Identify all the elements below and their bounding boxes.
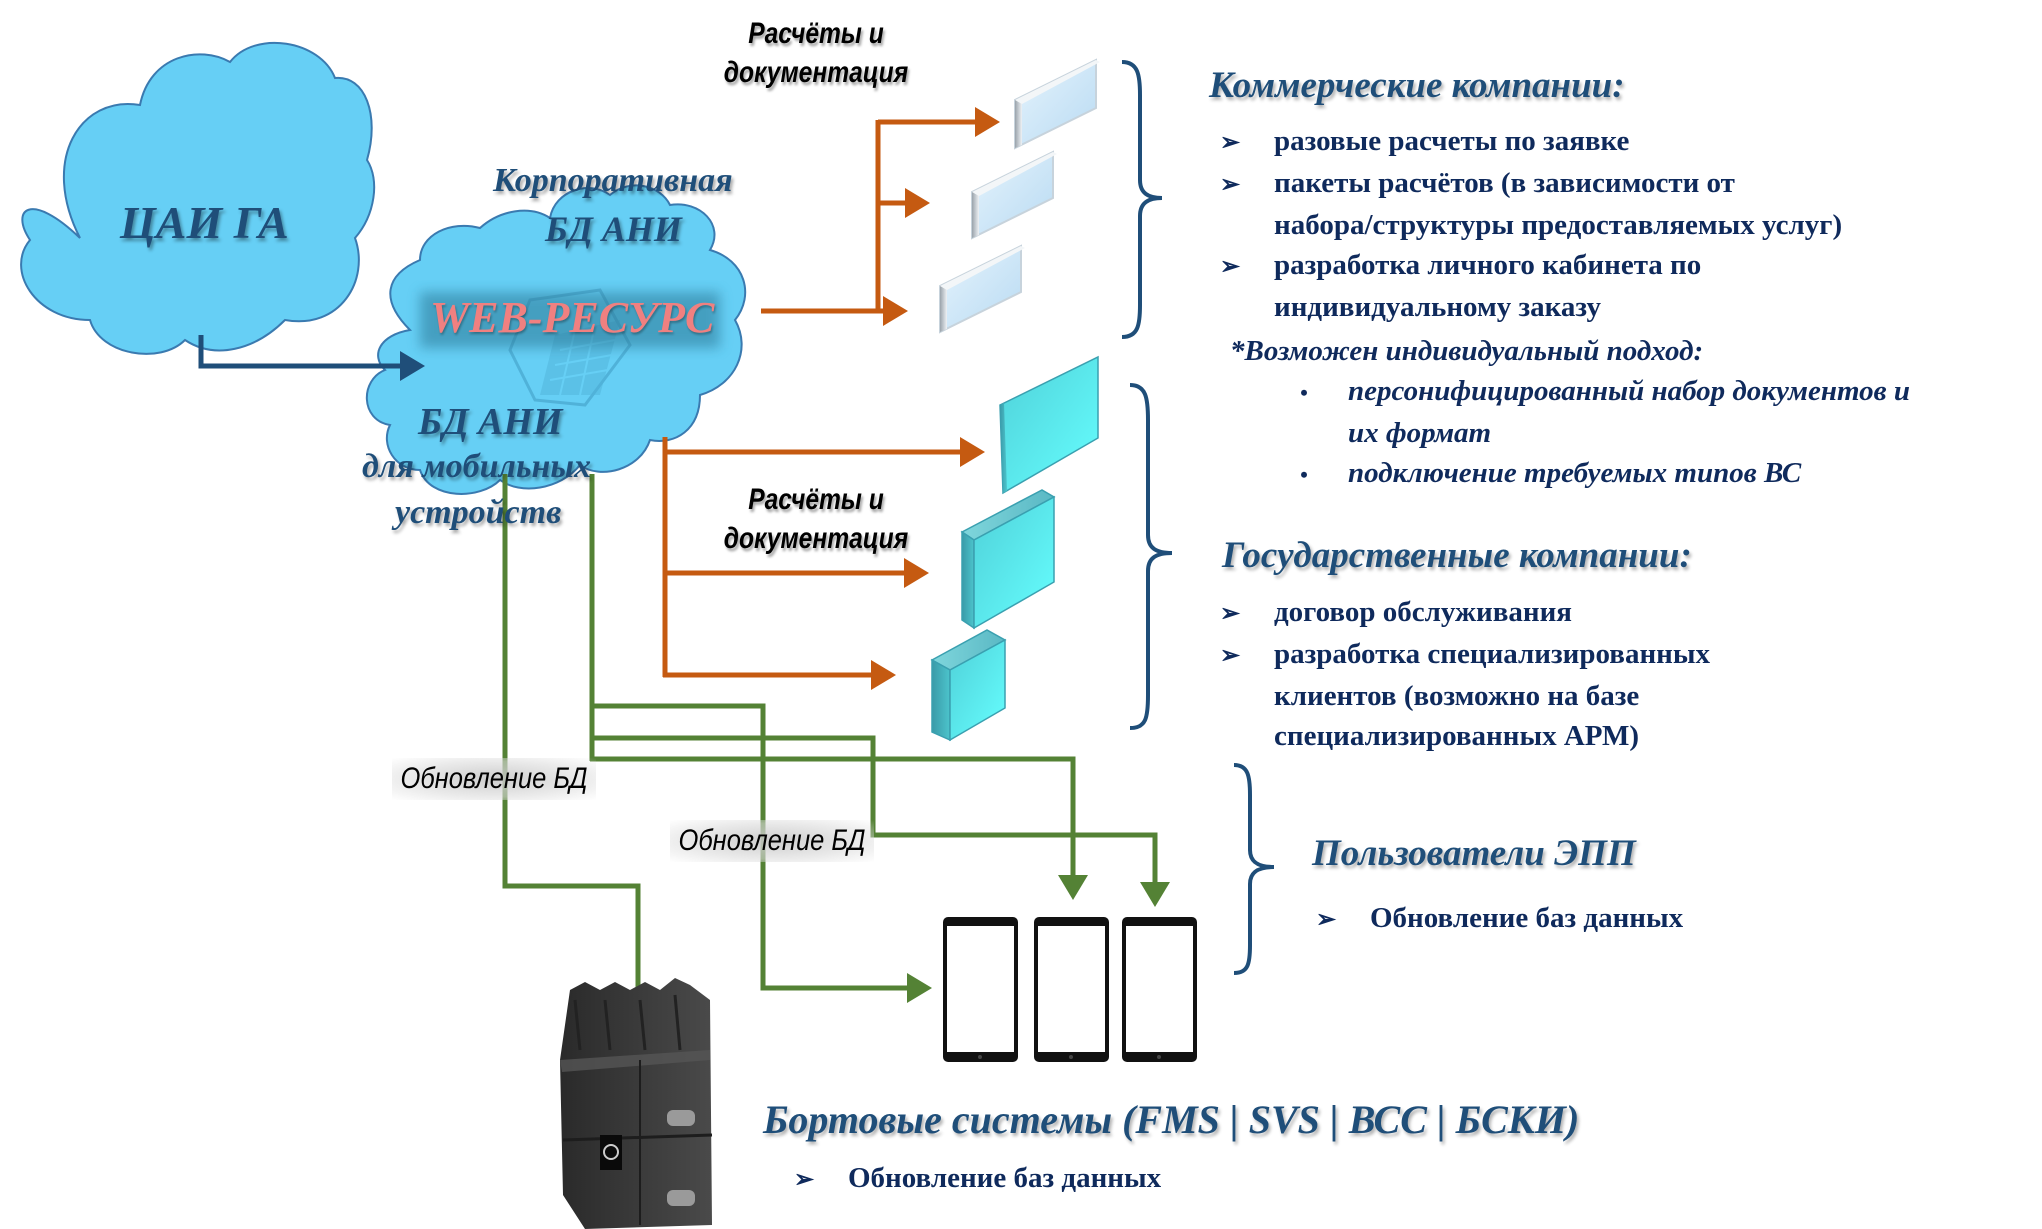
commercial-client-panels [939,58,1100,334]
commercial-bullet-item: ➢разработка личного кабинета по [1220,245,1842,287]
onboard-systems-title: Бортовые системы (FMS | SVS | ВСС | БСКИ… [763,1097,1580,1142]
arrow-bullet-icon: ➢ [1220,254,1241,280]
commercial-panel-2 [971,150,1057,240]
tablet-2-update-arrow [590,756,1088,900]
efb-users-bullets: ➢Обновление баз данных [1316,898,1683,940]
avionics-unit-icon [560,978,713,1229]
tablet-icon [1034,917,1109,1062]
mobile-db-label-line2: для мобильных [362,448,591,485]
note-item: •персонифицированный набор документов и [1300,371,1910,413]
onboard-systems-bullets: ➢Обновление баз данных [794,1158,1161,1200]
corporate-cloud [365,184,747,495]
web-resource-label: WEB-РЕСУРС [430,293,715,342]
efb-tablets [943,917,1197,1062]
government-bullet-item: ➢разработка специализированных [1220,634,1710,676]
commercial-bullet-item: ➢разовые расчеты по заявке [1220,121,1842,163]
government-client-blocks [930,355,1099,742]
calc-docs-bottom-line2: документация [723,522,909,555]
calc-docs-label-top: Расчёты и документация [718,14,915,92]
government-block-1 [999,355,1099,495]
efb-users-brace [1233,763,1275,975]
commercial-bullets: ➢разовые расчеты по заявке ➢пакеты расчё… [1220,121,1842,327]
calc-docs-top-line1: Расчёты и [748,17,884,50]
individual-approach-items: •персонифицированный набор документов и … [1300,371,1910,495]
corporate-db-label-line2: БД АНИ [545,209,682,249]
source-cloud [20,41,376,355]
mobile-db-label-line3: устройств [395,494,562,531]
source-cloud-shape [20,41,376,355]
government-bullet-continuation: специализированных АРМ) [1274,720,1639,752]
commercial-panel-3 [939,244,1025,334]
commercial-flow-lines [761,107,1000,326]
arrow-bullet-icon: ➢ [794,1167,815,1193]
mobile-db-label-line1: БД АНИ [418,401,563,443]
commercial-bullet-item: ➢пакеты расчётов (в зависимости от [1220,163,1842,205]
arrow-bullet-icon: ➢ [1316,907,1337,933]
commercial-panel-1 [1014,58,1100,150]
note-item-continuation: их формат [1348,417,1492,449]
note-item: •подключение требуемых типов ВС [1300,453,1910,495]
db-update-label-1: Обновление БД [392,758,596,800]
web-resource-highlight [420,292,720,348]
government-block-2 [960,489,1056,630]
efb-users-bullet-item: ➢Обновление баз данных [1316,898,1683,940]
commercial-bullet-continuation: набора/структуры предоставляемых услуг) [1274,209,1843,241]
individual-approach-note: *Возможен индивидуальный подход: [1230,335,1704,367]
corporate-db-label-line1: Корпоративная [493,162,733,199]
government-bullet-continuation: клиентов (возможно на базе [1274,680,1640,712]
source-cloud-label: ЦАИ ГА [120,197,289,248]
source-to-corporate-arrow [198,335,425,381]
government-title: Государственные компании: [1222,535,1692,576]
dot-bullet-icon: • [1300,462,1308,487]
onboard-update-arrow [502,474,653,1050]
government-brace [1129,383,1173,730]
calc-docs-bottom-line1: Расчёты и [748,483,884,516]
arrow-bullet-icon: ➢ [1220,172,1241,198]
arrow-bullet-icon: ➢ [1220,601,1241,627]
commercial-title: Коммерческие компании: [1209,65,1625,106]
db-update-label-2: Обновление БД [670,820,874,862]
government-flow-lines [662,437,985,690]
commercial-bullet-continuation: индивидуальному заказу [1274,291,1601,323]
dot-bullet-icon: • [1300,380,1308,405]
arrow-bullet-icon: ➢ [1220,130,1241,156]
tablet-icon [943,917,1018,1062]
government-bullet-item: ➢договор обслуживания [1220,592,1710,634]
tablet-icon [1122,917,1197,1062]
arrow-bullet-icon: ➢ [1220,643,1241,669]
government-block-3 [930,629,1007,742]
government-bullets: ➢договор обслуживания ➢разработка специа… [1220,592,1710,756]
calc-docs-top-line2: документация [723,56,909,89]
efb-users-title: Пользователи ЭПП [1312,833,1636,874]
calc-docs-label-bottom: Расчёты и документация [718,480,915,558]
commercial-brace [1121,60,1163,339]
onboard-bullet-item: ➢Обновление баз данных [794,1158,1161,1200]
